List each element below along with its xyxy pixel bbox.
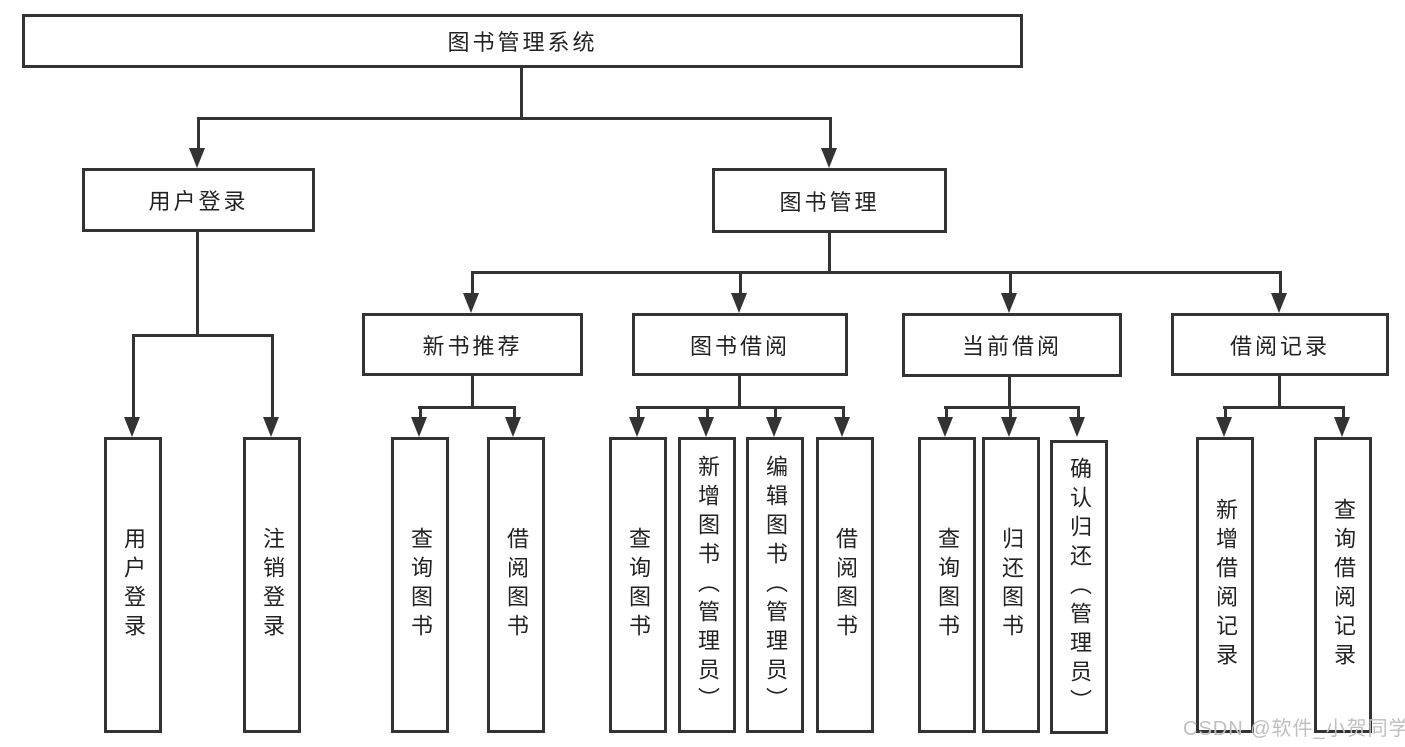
leaf-label: 注销登录 <box>260 527 285 643</box>
leaf-label: 新增借阅记录 <box>1213 498 1238 672</box>
connector-line <box>829 118 832 148</box>
arrow-down-icon <box>766 417 782 437</box>
connector-line <box>1008 377 1011 409</box>
leaf-logout: 注销登录 <box>243 437 301 733</box>
leaf-label: 借阅图书 <box>833 527 858 643</box>
connector-line <box>471 376 474 409</box>
connector-line <box>418 406 516 409</box>
connector-line <box>132 334 135 417</box>
leaf-add-borrow-record: 新增借阅记录 <box>1196 437 1254 733</box>
connector-line <box>739 273 742 293</box>
arrow-down-icon <box>1216 417 1232 437</box>
connector-line <box>196 232 199 337</box>
node-label: 用户登录 <box>148 189 249 214</box>
connector-line <box>636 406 845 409</box>
arrow-down-icon <box>1001 417 1017 437</box>
node-user-login: 用户登录 <box>82 168 315 232</box>
connector-line <box>774 407 777 417</box>
leaf-label: 确认归还（管理员） <box>1067 456 1092 718</box>
node-label: 新书推荐 <box>422 333 523 359</box>
arrow-down-icon <box>463 293 479 313</box>
leaf-query-book-current: 查询图书 <box>918 437 976 733</box>
arrow-down-icon <box>505 417 521 437</box>
connector-line <box>842 407 845 417</box>
arrow-down-icon <box>263 417 279 437</box>
connector-line <box>1009 407 1012 417</box>
connector-line <box>828 233 831 273</box>
connector-line <box>637 407 640 417</box>
connector-line <box>471 271 1282 274</box>
arrow-down-icon <box>731 293 747 313</box>
node-label: 图书管理 <box>779 189 880 215</box>
leaf-confirm-return-admin: 确认归还（管理员） <box>1050 440 1108 734</box>
arrow-down-icon <box>698 417 714 437</box>
arrow-down-icon <box>937 417 953 437</box>
node-new-book-recommend: 新书推荐 <box>362 313 583 376</box>
connector-line <box>197 117 832 120</box>
leaf-borrow-book: 借阅图书 <box>816 437 874 733</box>
arrow-down-icon <box>1001 293 1017 313</box>
leaf-label: 编辑图书（管理员） <box>763 454 788 716</box>
connector-line <box>1224 407 1227 417</box>
leaf-label: 查询借阅记录 <box>1331 498 1356 672</box>
node-label: 图书借阅 <box>689 333 790 359</box>
connector-line <box>706 407 709 417</box>
leaf-query-borrow-record: 查询借阅记录 <box>1314 437 1372 733</box>
connector-line <box>1009 273 1012 293</box>
leaf-label: 查询图书 <box>408 527 433 643</box>
csdn-watermark: CSDN @软件_小贺同学 <box>1183 718 1405 740</box>
connector-line <box>197 118 200 148</box>
leaf-user-login: 用户登录 <box>104 437 162 733</box>
node-current-borrow: 当前借阅 <box>902 313 1122 377</box>
connector-line <box>419 407 422 417</box>
leaf-label: 借阅图书 <box>504 527 529 643</box>
connector-line <box>513 407 516 417</box>
arrow-down-icon <box>1334 417 1350 437</box>
arrow-down-icon <box>629 417 645 437</box>
connector-line <box>1223 406 1345 409</box>
leaf-label: 用户登录 <box>121 527 146 643</box>
leaf-add-book-admin: 新增图书（管理员） <box>678 437 736 733</box>
leaf-query-book-recommend: 查询图书 <box>391 437 449 733</box>
leaf-label: 归还图书 <box>999 527 1024 643</box>
connector-line <box>738 376 741 409</box>
leaf-return-book: 归还图书 <box>982 437 1040 733</box>
arrow-down-icon <box>834 417 850 437</box>
connector-line <box>1342 407 1345 417</box>
leaf-edit-book-admin: 编辑图书（管理员） <box>746 437 804 733</box>
connector-line <box>945 407 948 417</box>
connector-line <box>1279 273 1282 293</box>
node-book-borrow: 图书借阅 <box>632 313 848 376</box>
leaf-label: 查询图书 <box>935 527 960 643</box>
leaf-query-book-borrow: 查询图书 <box>609 437 667 733</box>
leaf-borrow-book-recommend: 借阅图书 <box>487 437 545 733</box>
node-label: 借阅记录 <box>1229 333 1330 359</box>
arrow-down-icon <box>821 148 837 168</box>
leaf-label: 新增图书（管理员） <box>695 454 720 716</box>
node-borrow-record: 借阅记录 <box>1171 313 1389 376</box>
arrow-down-icon <box>189 148 205 168</box>
node-library-system: 图书管理系统 <box>22 14 1023 68</box>
connector-line <box>520 68 523 120</box>
leaf-label: 查询图书 <box>626 527 651 643</box>
connector-line <box>471 273 474 293</box>
node-book-management: 图书管理 <box>712 168 947 233</box>
connector-line <box>132 334 274 337</box>
arrow-down-icon <box>411 417 427 437</box>
connector-line <box>271 334 274 417</box>
connector-line <box>1278 376 1281 409</box>
connector-line <box>1077 407 1080 417</box>
arrow-down-icon <box>1069 417 1085 437</box>
node-label: 图书管理系统 <box>447 30 598 55</box>
arrow-down-icon <box>124 417 140 437</box>
arrow-down-icon <box>1271 293 1287 313</box>
connector-line <box>944 406 1080 409</box>
node-label: 当前借阅 <box>961 334 1062 359</box>
